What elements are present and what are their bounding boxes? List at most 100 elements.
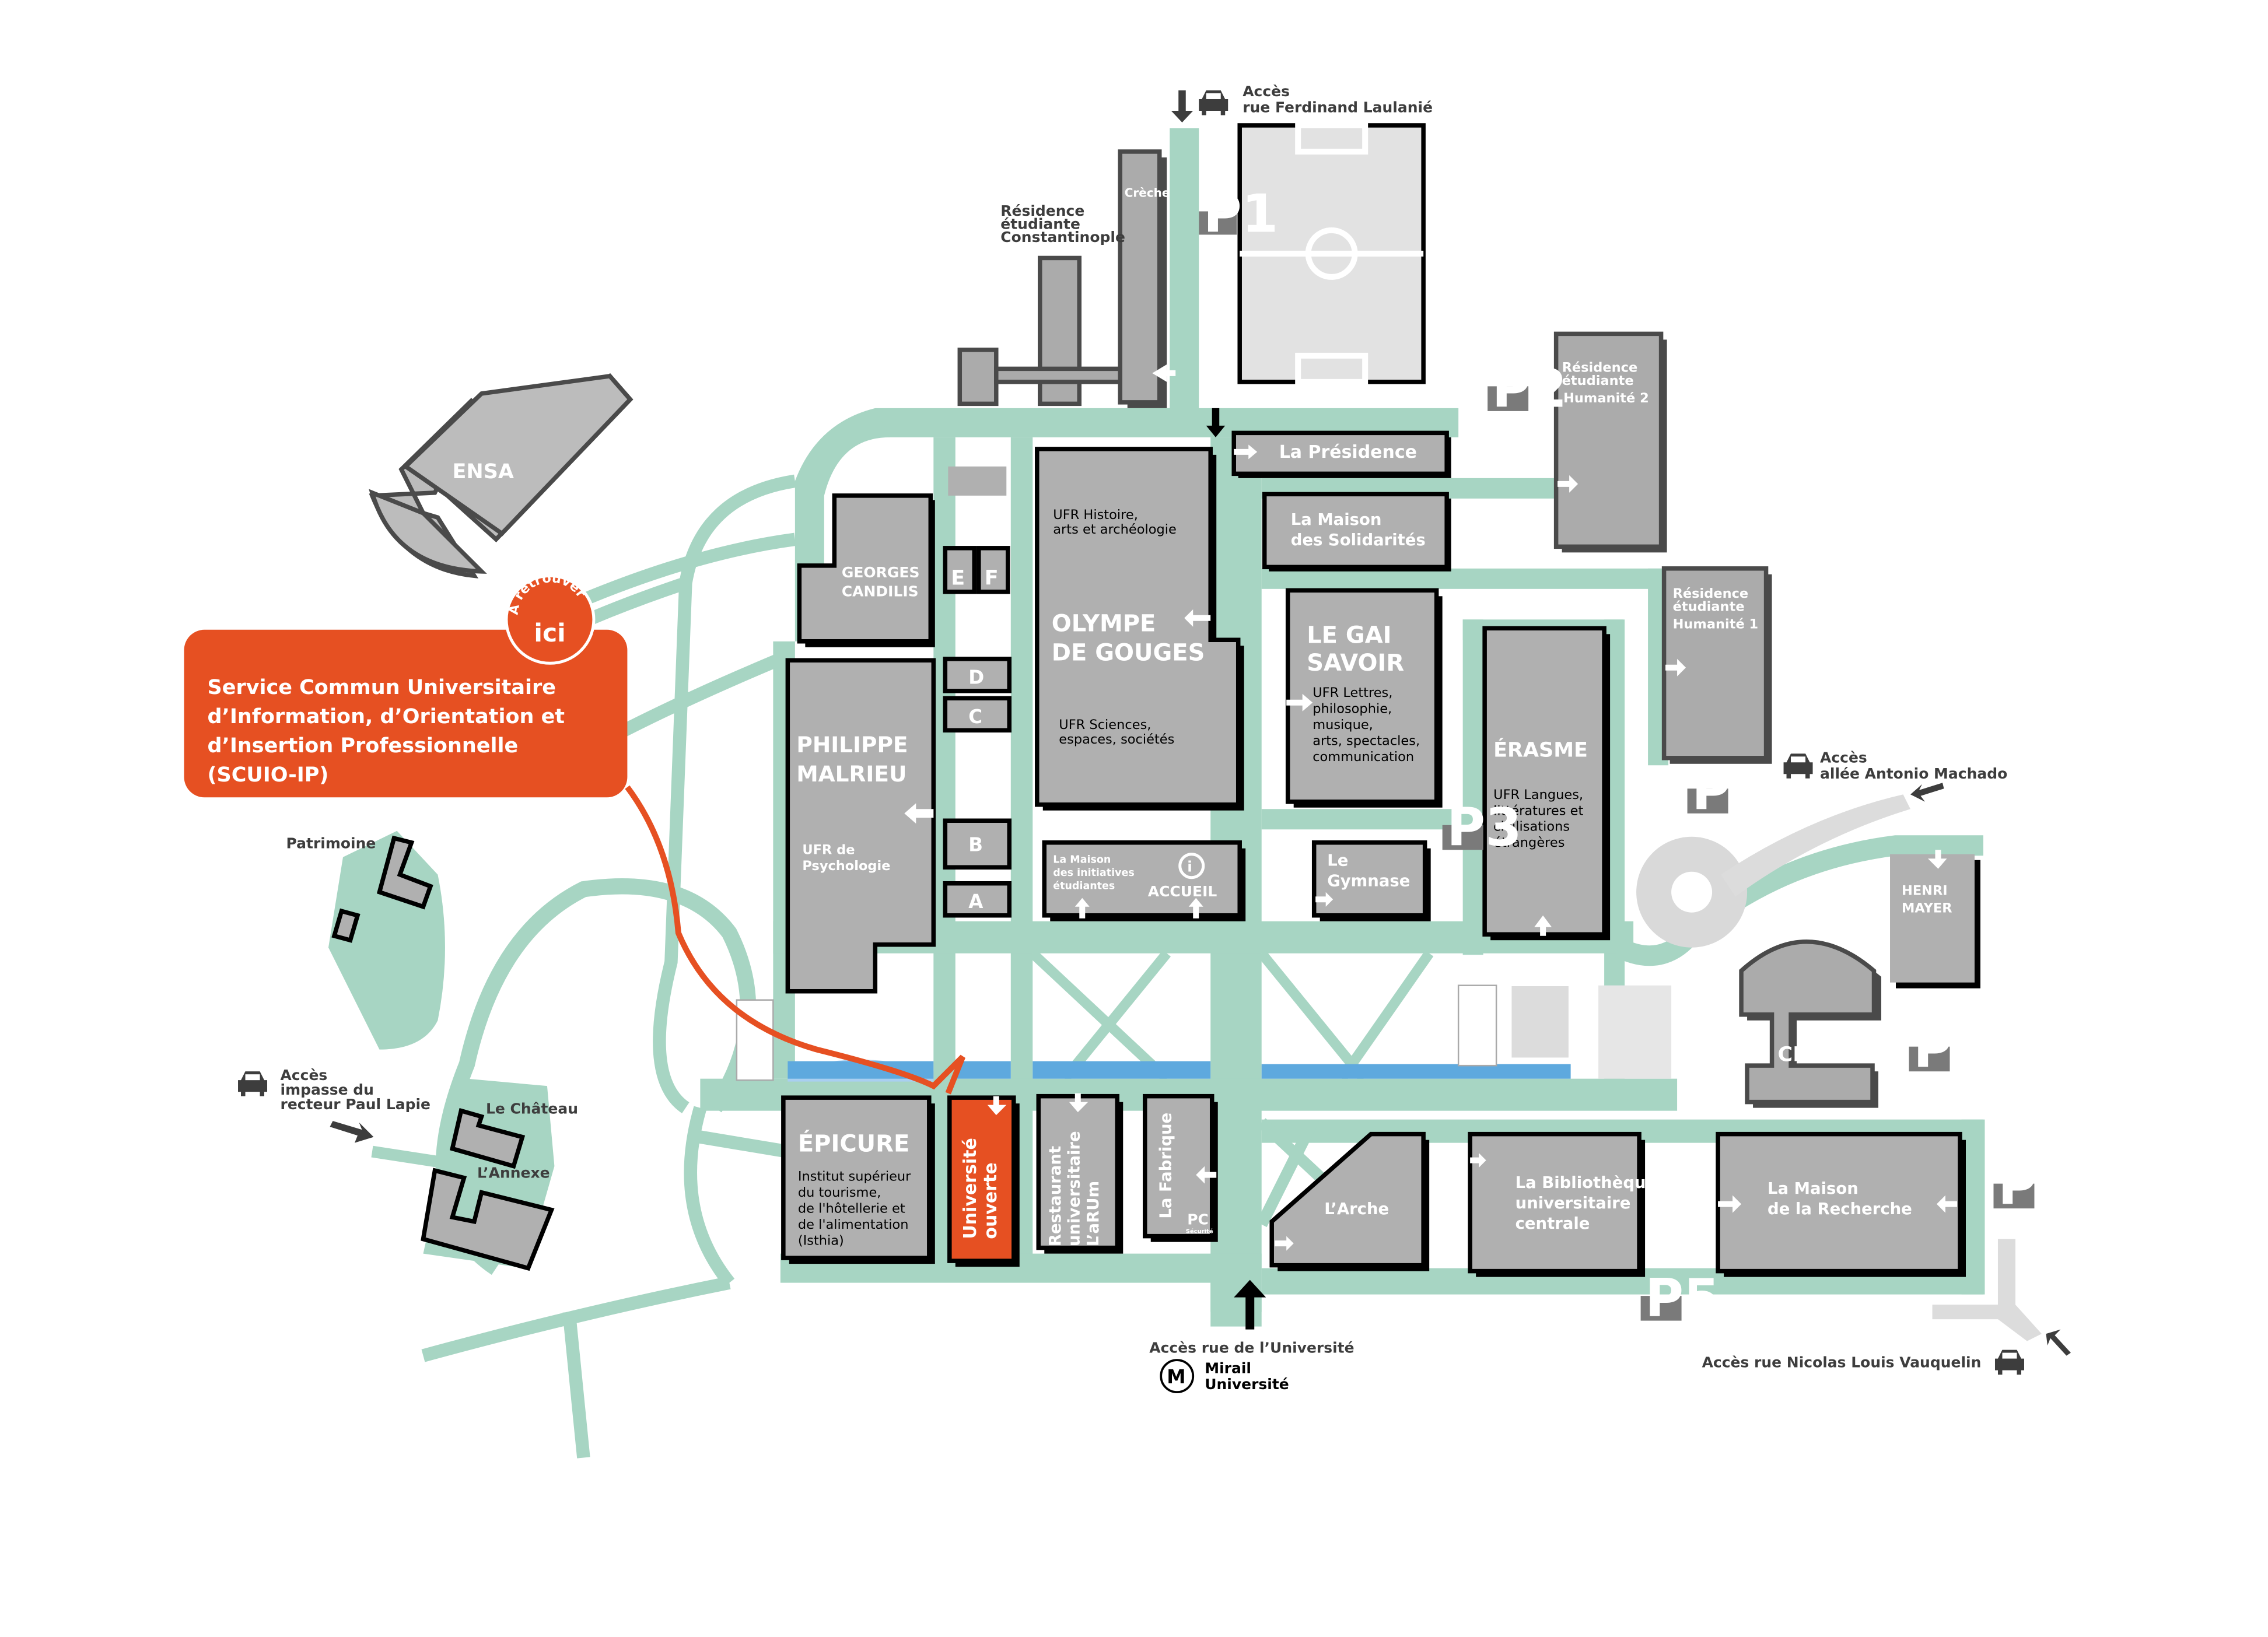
arrow-humanite1 [1665,658,1686,676]
label-c: C [968,706,982,728]
label-patrimoine: Patrimoine [286,835,376,852]
label-humanite1: Résidence étudiante Humanité 1 [1673,586,1759,632]
arrow-access-machado [1910,783,1944,802]
arrow-henri-mayer [1928,850,1947,869]
road-north [1170,128,1199,434]
building-constantinople [957,255,1123,406]
label-e: E [951,566,965,590]
label-maison-initiatives: La Maison des initiatives étudiantes [1053,854,1138,892]
label-securite: Sécurité [1186,1228,1213,1235]
roundabout-center [1671,871,1713,913]
building-chateau: Le Château [450,1100,578,1169]
building-candilis: GEORGES CANDILIS [797,493,935,647]
arrow-access-vauquelin [2046,1329,2071,1356]
label-presidence: La Présidence [1279,442,1417,462]
building-creche: Crèche [1118,149,1170,408]
label-epicure-desc: Institut supérieur du tourisme, de l'hôt… [798,1169,915,1249]
car-icon-west [238,1071,268,1096]
label-a: A [968,891,983,913]
svg-text:P4: P4 [1692,760,1767,822]
building-d: D [943,657,1012,693]
arrow-access-paul-lapie [330,1121,374,1143]
building-ensa: ENSA [369,373,634,579]
label-b: B [968,834,983,856]
car-icon-north [1199,90,1228,115]
building-accueil: La Maison des initiatives étudiantes i A… [1042,840,1246,921]
metro-icon [1160,1359,1195,1393]
building-small-grey [948,466,1007,496]
label-solidarites: La Maison des Solidarités [1291,510,1426,549]
arrow-presidence [1234,444,1258,460]
label-olympe-ufr1: UFR Histoire, arts et archéologie [1053,507,1177,537]
label-chateau: Le Château [486,1100,578,1117]
label-constantinople: Résidence étudiante Constantinople [1000,202,1125,246]
arrow-bibliotheque [1470,1153,1486,1168]
arrow-gai-savoir [1286,693,1313,711]
parking-p7: P7 [1909,1019,1989,1080]
label-universite-ouverte: Université ouverte [960,1132,1001,1239]
building-universite-ouverte[interactable]: Université ouverte [947,1095,1020,1267]
building-e: E [943,546,977,594]
label-creche: Crèche [1125,185,1170,199]
building-humanite2: Résidence étudiante Humanité 2 [1553,331,1667,553]
label-bibliotheque: La Bibliothèque universitaire centrale [1516,1173,1662,1233]
label-fabrique: La Fabrique [1157,1113,1175,1219]
label-ensa: ENSA [452,460,513,483]
road-diagonals [1029,949,1434,1083]
arrow-down-access-north [1171,90,1194,122]
access-west-label: Accès impasse du recteur Paul Lapie [281,1067,431,1113]
building-fabrique: La Fabrique PC Sécurité [1142,1093,1218,1242]
label-olympe: OLYMPE DE GOUGES [1052,610,1205,666]
building-annexe: L’Annexe [421,1165,555,1271]
arrow-fabrique [1196,1166,1217,1184]
parking-p5: P5 [1640,1268,1720,1329]
label-malrieu-ufr: UFR de Psychologie [802,843,890,874]
building-recherche: La Maison de la Recherche [1716,1131,1966,1277]
svg-text:P7: P7 [1913,1019,1989,1080]
svg-text:P5: P5 [1645,1268,1720,1329]
label-olympe-ufr2: UFR Sciences, espaces, sociétés [1059,717,1174,747]
label-f: F [985,566,999,590]
building-patrimoine: Patrimoine [286,835,433,943]
pointer-line [625,785,965,1095]
label-accueil: ACCUEIL [1148,883,1217,900]
arrow-erasme [1534,915,1552,936]
arrow-recherche-west [1718,1195,1742,1213]
building-olympe: UFR Histoire, arts et archéologie OLYMPE… [1035,447,1244,811]
road-to-humanite1 [1261,568,1670,589]
info-icon [1178,853,1205,879]
parking-p1: P1 [1199,183,1278,244]
arrow-recherche-east [1937,1195,1957,1213]
callout-text: Service Commun Universitaire d’Informati… [208,676,572,787]
arrow-maison-initiatives [1074,898,1090,919]
arrow-humanite2 [1558,475,1578,493]
arrow-malrieu [904,803,934,824]
arrow-universite-ouverte [987,1096,1007,1116]
label-henri-mayer: HENRI MAYER [1902,884,1952,916]
entrance-arrows [904,364,1957,1251]
label-humanite2: Résidence étudiante Humanité 2 [1562,360,1649,405]
callout-box[interactable] [184,629,628,798]
label-gai-savoir-ufr: UFR Lettres, philosophie, musique, arts,… [1312,685,1424,765]
label-annexe: L’Annexe [477,1165,550,1182]
football-field [1237,122,1426,385]
access-southeast-label: Accès rue Nicolas Louis Vauquelin [1702,1354,1982,1371]
callout-badge-main: ici [534,619,565,648]
label-epicure: ÉPICURE [798,1130,909,1158]
metro-symbol: M [1167,1366,1185,1388]
arrow-accueil [1188,898,1203,919]
building-c: C [943,696,1012,733]
label-malrieu: PHILIPPE MALRIEU [796,732,915,787]
universite-ouverte-block[interactable] [947,1095,1016,1263]
car-icon-east [1783,753,1813,779]
svg-text:P1: P1 [1203,183,1279,244]
label-candilis: GEORGES CANDILIS [842,564,925,600]
label-erasme: ÉRASME [1493,737,1588,762]
label-cned: CNED [1778,1043,1841,1067]
building-humanite1: Résidence étudiante Humanité 1 [1661,566,1772,764]
scuio-callout[interactable]: À retrouver ici Service Commun Universit… [184,570,628,798]
building-a: A [943,881,1012,918]
road-machado [1721,794,1911,897]
building-f: F [977,546,1010,594]
